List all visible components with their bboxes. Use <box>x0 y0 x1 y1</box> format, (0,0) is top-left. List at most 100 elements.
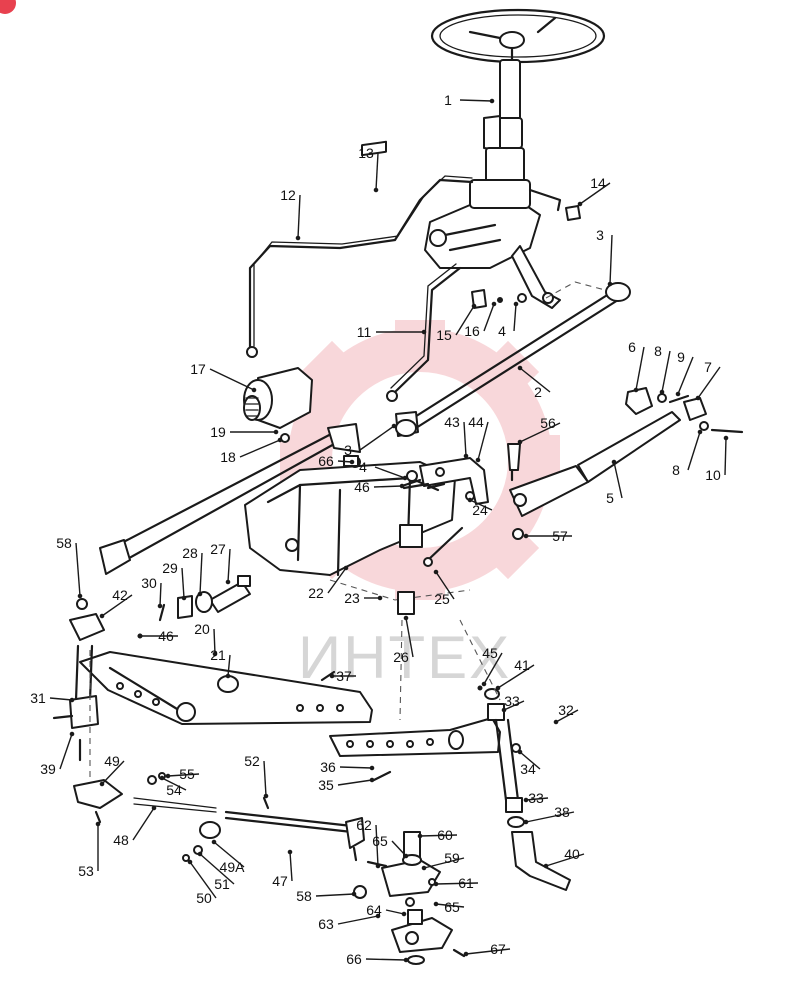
part-label-46: 46 <box>158 628 174 644</box>
part-label-58: 58 <box>56 535 72 551</box>
leader-line-8 <box>661 350 671 393</box>
part-label-30: 30 <box>141 575 157 591</box>
leader-arrowhead <box>513 301 519 307</box>
leader-line-10 <box>724 437 727 476</box>
tie-rod-assembly <box>73 772 365 862</box>
leader-arrowhead <box>501 707 507 713</box>
leader-arrowhead <box>99 781 105 787</box>
leader-arrowhead <box>263 793 269 799</box>
leader-line-14 <box>579 182 611 205</box>
leader-line-67 <box>465 948 511 955</box>
part-label-8: 8 <box>654 343 662 359</box>
part-label-35: 35 <box>318 777 334 793</box>
leader-arrowhead <box>375 913 381 919</box>
part-label-51: 51 <box>214 876 230 892</box>
part-label-25: 25 <box>434 591 450 607</box>
leader-line-32 <box>555 709 579 723</box>
spindle-assembly <box>137 633 466 965</box>
leader-arrowhead <box>99 613 105 619</box>
part-label-10: 10 <box>705 467 721 483</box>
part-label-45: 45 <box>482 645 498 661</box>
leader-arrowhead <box>375 863 381 869</box>
leader-line-33 <box>503 700 525 711</box>
leader-arrowhead <box>197 851 203 857</box>
part-label-66: 66 <box>318 453 334 469</box>
part-label-18: 18 <box>220 449 236 465</box>
part-label-8: 8 <box>672 462 680 478</box>
leader-line-35 <box>337 779 373 786</box>
part-label-56: 56 <box>540 415 556 431</box>
part-label-16: 16 <box>464 323 480 339</box>
right-radius-rod <box>509 387 744 540</box>
leader-line-51 <box>199 853 235 885</box>
leader-line-29 <box>181 567 185 599</box>
part-label-62: 62 <box>356 817 372 833</box>
leader-arrowhead <box>417 833 423 839</box>
leader-line-58 <box>75 542 81 597</box>
part-label-55: 55 <box>179 766 195 782</box>
watermark-text: ИНТЕХ <box>298 624 511 691</box>
leader-arrowhead <box>343 565 349 571</box>
leader-line-24 <box>469 499 493 511</box>
leader-arrowhead <box>633 387 639 393</box>
leader-arrowhead <box>403 615 409 621</box>
leader-arrowhead <box>577 201 583 207</box>
leader-arrowhead <box>401 911 407 917</box>
part-label-43: 43 <box>444 414 460 430</box>
leader-arrowhead <box>463 453 469 459</box>
small-fittings <box>361 140 581 309</box>
part-label-32: 32 <box>558 702 574 718</box>
leader-line-47 <box>289 851 293 882</box>
part-label-40: 40 <box>564 846 580 862</box>
leader-arrowhead <box>351 891 357 897</box>
part-label-63: 63 <box>318 916 334 932</box>
leader-line-21 <box>227 654 231 677</box>
part-label-34: 34 <box>520 761 536 777</box>
leader-arrowhead <box>489 98 495 104</box>
part-label-1: 1 <box>444 92 452 108</box>
leader-arrowhead <box>273 429 279 435</box>
leader-arrowhead <box>95 821 101 827</box>
leader-arrowhead <box>607 281 613 287</box>
leader-arrowhead <box>157 603 163 609</box>
leader-line-39 <box>59 733 73 770</box>
part-label-6: 6 <box>628 339 636 355</box>
leader-arrowhead <box>402 475 408 481</box>
leader-arrowhead <box>369 777 375 783</box>
leader-arrowhead <box>159 775 165 781</box>
leader-line-27 <box>227 548 231 583</box>
part-label-4: 4 <box>359 459 367 475</box>
leader-line-8 <box>687 431 701 471</box>
leader-arrowhead <box>695 395 701 401</box>
part-label-54: 54 <box>166 782 182 798</box>
part-label-47: 47 <box>272 873 288 889</box>
leader-arrowhead <box>277 437 283 443</box>
part-label-3: 3 <box>344 442 352 458</box>
leader-arrowhead <box>77 593 83 599</box>
part-label-27: 27 <box>210 541 226 557</box>
leader-arrowhead <box>349 459 355 465</box>
leader-line-33 <box>525 797 549 801</box>
part-label-13: 13 <box>358 145 374 161</box>
part-label-23: 23 <box>344 590 360 606</box>
leader-arrowhead <box>225 673 231 679</box>
part-label-46: 46 <box>354 479 370 495</box>
leader-arrowhead <box>151 805 157 811</box>
part-label-33: 33 <box>504 693 520 709</box>
leader-arrowhead <box>211 839 217 845</box>
leader-arrowhead <box>377 595 383 601</box>
leader-line-2 <box>519 367 551 393</box>
right-axle-extension <box>329 619 571 891</box>
leader-line-22 <box>327 567 347 594</box>
leader-arrowhead <box>433 901 439 907</box>
leader-arrowhead <box>433 569 439 575</box>
leader-arrowhead <box>225 579 231 585</box>
leader-line-55 <box>167 773 200 777</box>
leader-line-17 <box>209 368 255 391</box>
part-label-7: 7 <box>704 359 712 375</box>
leader-line-18 <box>239 439 281 458</box>
leader-line-44 <box>477 421 489 461</box>
leader-arrowhead <box>517 365 523 371</box>
leader-arrowhead <box>553 719 559 725</box>
